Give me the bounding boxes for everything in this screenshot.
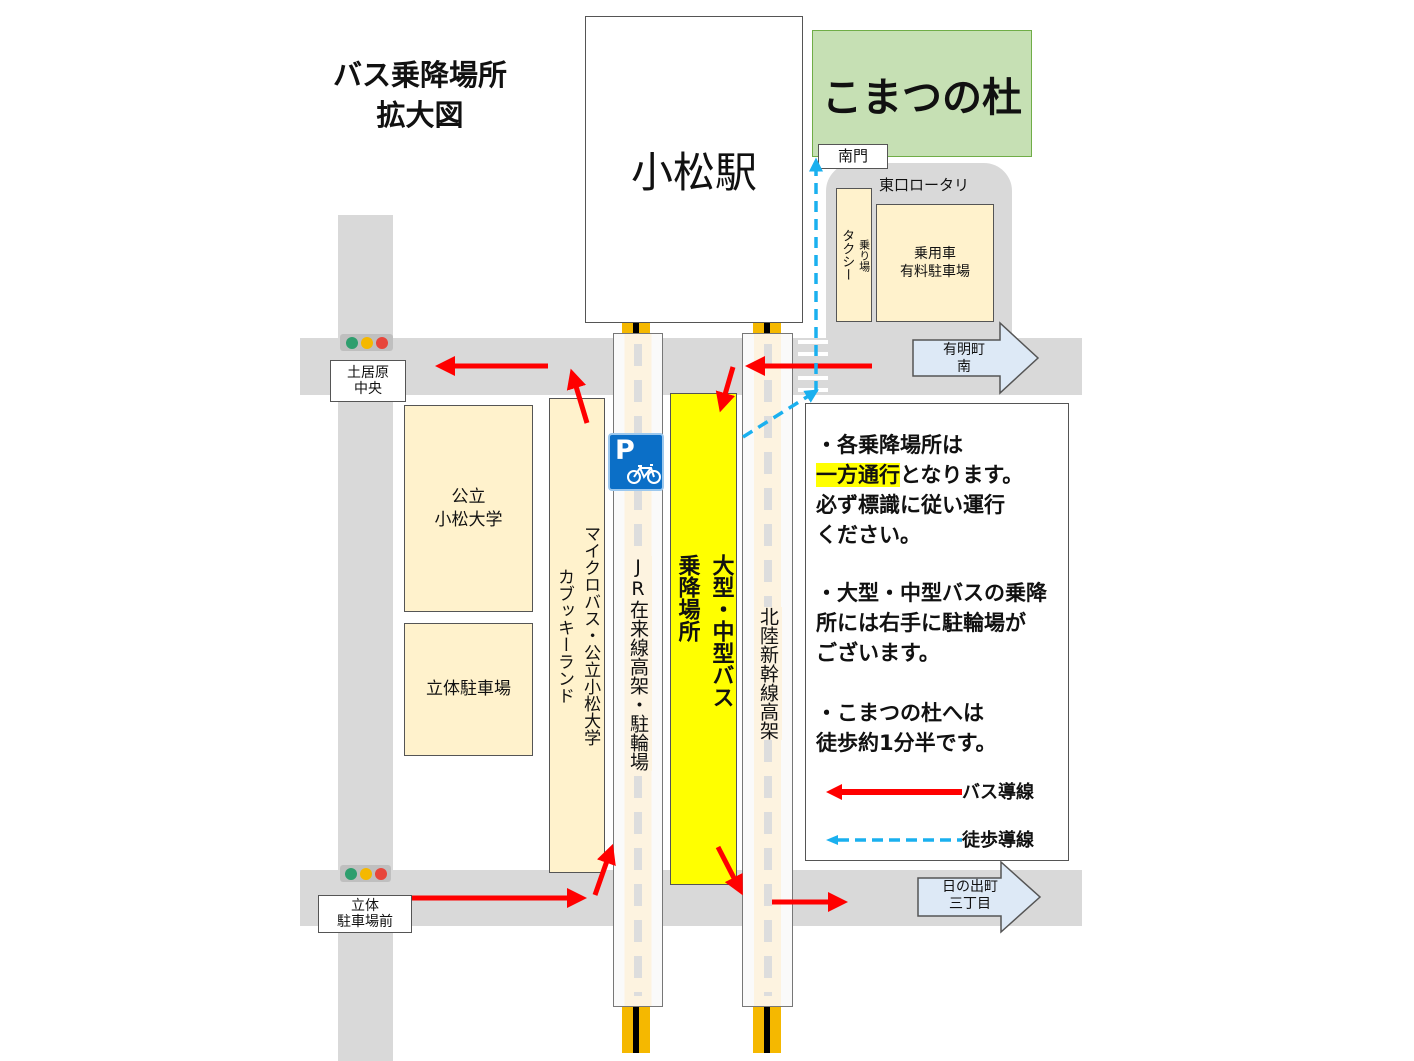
legend-walk: 徒歩導線 bbox=[816, 826, 1068, 856]
car-parking-line1: 乗用車 bbox=[914, 245, 956, 262]
info-text: ・大型・中型バスの乗降 bbox=[816, 581, 1047, 605]
university-line1: 公立 bbox=[451, 487, 486, 508]
legend-bus: バス導線 bbox=[816, 778, 1068, 808]
komatsu-no-mori: こまつの杜 bbox=[812, 30, 1032, 157]
traffic-light-north bbox=[340, 334, 393, 351]
info-text: ください。 bbox=[816, 523, 921, 547]
taxi-label: タクシー bbox=[839, 229, 855, 281]
jr-pillar-top bbox=[622, 323, 650, 333]
signal-doihara-label: 土居原中央 bbox=[330, 360, 406, 402]
microbus-area: マイクロバス・公立小松大学 カブッキーランド bbox=[549, 398, 605, 873]
direction-arrow-hinode bbox=[917, 860, 1042, 934]
doihara-line1: 土居原 bbox=[347, 364, 389, 381]
multistory-parking: 立体駐車場 bbox=[404, 623, 533, 756]
info-panel: ・各乗降場所は 一方通行となります。 必ず標識に従い運行 ください。 ・大型・中… bbox=[805, 403, 1069, 861]
legend-bus-label: バス導線 bbox=[962, 782, 1034, 803]
info-text: ・各乗降場所は bbox=[816, 433, 963, 457]
jr-pillar bbox=[622, 1007, 650, 1053]
shinkansen-pillar bbox=[753, 1007, 781, 1053]
university-line2: 小松大学 bbox=[434, 509, 503, 530]
bicycle-icon bbox=[627, 464, 661, 484]
bus-route-arrow bbox=[566, 368, 590, 424]
ariake-line2: 南 bbox=[957, 359, 971, 375]
traffic-light-south bbox=[340, 865, 391, 882]
legend-bus-line bbox=[826, 784, 962, 800]
shinkansen-pillar-top bbox=[753, 323, 781, 333]
microbus-line2: カブッキーランド bbox=[554, 567, 574, 704]
rittai-line1: 立体 bbox=[351, 897, 379, 914]
car-parking: 乗用車 有料駐車場 bbox=[876, 204, 994, 322]
bus-boarding-area: 大型・中型バス 乗降場所 bbox=[670, 393, 737, 885]
komatsu-university: 公立 小松大学 bbox=[404, 405, 533, 612]
east-rotary-label: 東口ロータリ bbox=[878, 176, 969, 194]
rittai-line2: 駐車場前 bbox=[337, 914, 393, 930]
bus-area-line1: 大型・中型バス bbox=[708, 554, 734, 708]
taxi-stand: タクシー 乗り場 bbox=[836, 188, 872, 322]
hinode-label: 日の出町三丁目 bbox=[920, 879, 1020, 913]
title-line1: バス乗降場所 bbox=[332, 58, 507, 92]
info-text: ございます。 bbox=[816, 641, 940, 665]
signal-rittai-label: 立体駐車場前 bbox=[318, 895, 412, 933]
microbus-line1: マイクロバス・公立小松大学 bbox=[580, 525, 601, 746]
shinkansen-label: 北陸新幹線高架 bbox=[755, 607, 782, 740]
komatsu-station: 小松駅 bbox=[585, 16, 803, 323]
parking-p: P bbox=[615, 435, 635, 466]
bus-route-arrow bbox=[592, 843, 616, 896]
info-text: 徒歩約1分半です。 bbox=[816, 731, 997, 755]
taxi-sublabel: 乗り場 bbox=[857, 238, 871, 272]
info-text: 所には右手に駐輪場が bbox=[816, 611, 1026, 635]
car-parking-line2: 有料駐車場 bbox=[900, 264, 970, 280]
one-way-highlight: 一方通行 bbox=[816, 463, 900, 487]
legend-walk-label: 徒歩導線 bbox=[962, 830, 1034, 851]
bus-route-arrow bbox=[715, 366, 736, 413]
south-gate-label: 南門 bbox=[818, 144, 888, 169]
info-text: 必ず標識に従い運行 bbox=[816, 493, 1005, 517]
legend-walk-line bbox=[826, 835, 962, 845]
bus-area-line2: 乗降場所 bbox=[674, 554, 700, 642]
bicycle-parking-sign: P bbox=[608, 433, 664, 491]
walk-route bbox=[742, 389, 819, 439]
info-text: ・こまつの杜へは bbox=[816, 701, 984, 725]
info-text: となります。 bbox=[900, 463, 1024, 487]
doihara-line2: 中央 bbox=[354, 381, 382, 397]
direction-arrow-ariake bbox=[912, 321, 1040, 395]
map-title: バス乗降場所 拡大図 bbox=[300, 55, 540, 135]
ariake-line1: 有明町 bbox=[943, 342, 985, 358]
hinode-line2: 三丁目 bbox=[949, 896, 991, 912]
hinode-line1: 日の出町 bbox=[942, 879, 998, 895]
bus-route-arrow bbox=[715, 845, 743, 896]
title-line2: 拡大図 bbox=[376, 98, 464, 132]
jr-elevated-label: JR在来線高架・駐輪場 bbox=[625, 556, 652, 771]
ariake-label: 有明町南 bbox=[914, 342, 1014, 376]
